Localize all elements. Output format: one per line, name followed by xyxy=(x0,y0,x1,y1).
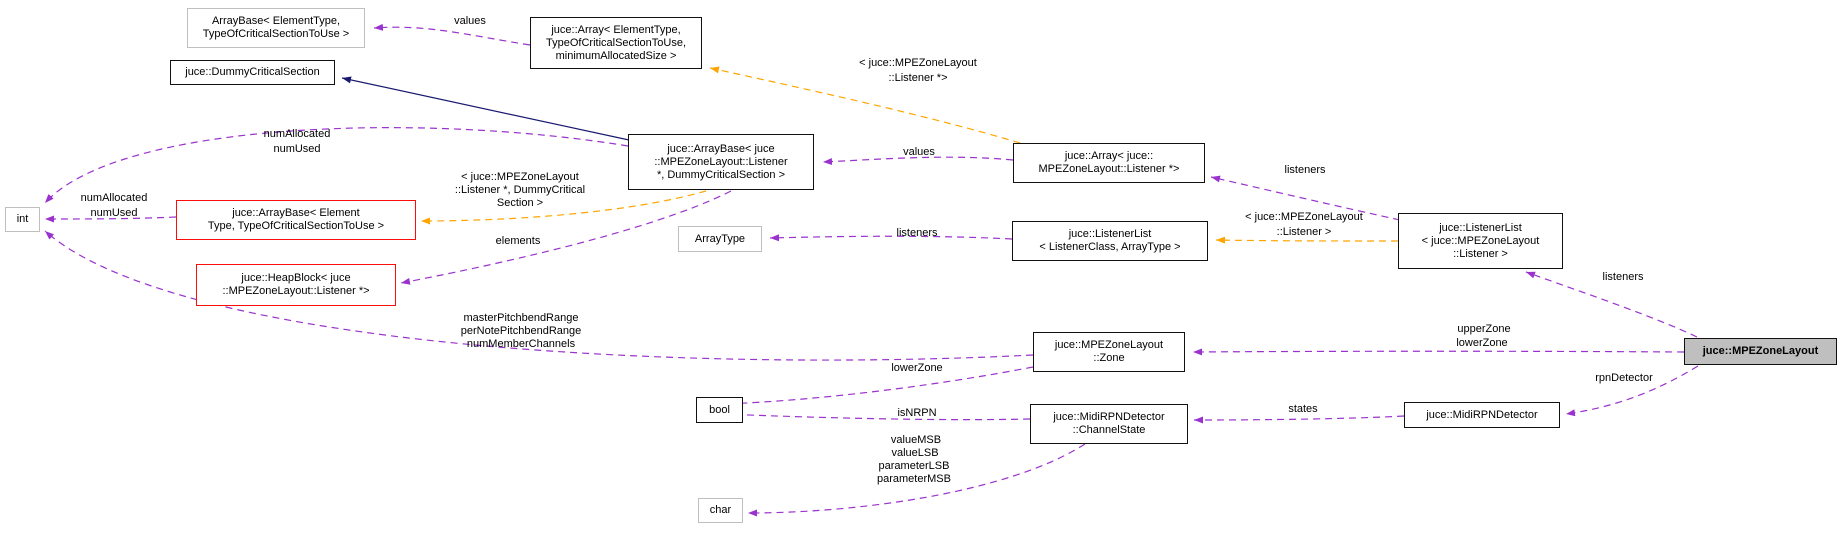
node-line: juce::ArrayBase< Element xyxy=(232,207,360,219)
node-line: ::ChannelState xyxy=(1072,424,1146,436)
edge-states xyxy=(1193,415,1405,424)
node-juce-dummycriticalsection[interactable]: juce::DummyCriticalSection xyxy=(170,60,335,85)
node-line: juce::HeapBlock< juce xyxy=(241,272,351,284)
node-line: TypeOfCriticalSectionToUse > xyxy=(202,28,350,40)
node-line: ::MPEZoneLayout::Listener *> xyxy=(222,285,370,297)
edge-label-numallocated-top-line1: numAllocated xyxy=(263,128,331,140)
edge-label-template-listenerlist-line1: < juce::MPEZoneLayout xyxy=(1245,211,1363,223)
edge-label-rpndetector: rpnDetector xyxy=(1595,372,1653,384)
node-line: bool xyxy=(709,403,730,416)
edge-label-values-top: values xyxy=(454,15,486,27)
edge-label-valuemsb: valueMSB xyxy=(890,434,942,446)
node-line: int xyxy=(16,213,29,225)
node-juce-listenerlist-generic[interactable]: juce::ListenerList < ListenerClass, Arra… xyxy=(1012,221,1208,261)
node-arraybase-generic: ArrayBase< ElementType, TypeOfCriticalSe… xyxy=(187,8,365,48)
edge-label-numallocated-top-line2: numUsed xyxy=(273,143,321,155)
node-bool: bool xyxy=(696,397,743,423)
edge-rpndetector xyxy=(1565,365,1699,417)
node-line: juce::ListenerList xyxy=(1439,221,1522,234)
node-juce-midirpndetector[interactable]: juce::MidiRPNDetector xyxy=(1404,402,1560,428)
edge-listeners-array xyxy=(1210,175,1401,221)
edge-label-isnrpn: isNRPN xyxy=(897,407,937,419)
node-arraytype: ArrayType xyxy=(678,226,762,252)
edge-upperzone-lowerzone xyxy=(1192,348,1685,356)
node-line: ArrayBase< ElementType, xyxy=(211,15,341,27)
edge-label-template-arraybase-line2: ::Listener *, DummyCritical xyxy=(454,184,586,196)
edge-label-numallocated-left-line2: numUsed xyxy=(90,207,138,219)
edge-label-zone-members-line1: masterPitchbendRange xyxy=(463,312,579,324)
edge-label-states: states xyxy=(1288,403,1318,415)
edge-isnrpn xyxy=(723,410,1031,421)
edge-label-listeners-array: listeners xyxy=(1284,164,1326,176)
node-line: ArrayType xyxy=(694,232,746,245)
node-line: < ListenerClass, ArrayType > xyxy=(1039,241,1181,253)
edge-label-template-array-line2: ::Listener *> xyxy=(888,72,948,84)
edge-label-lowerzone-right: lowerZone xyxy=(1456,337,1508,349)
edge-elements xyxy=(400,190,732,285)
edge-label-lowerzone: lowerZone xyxy=(891,362,943,374)
node-line: TypeOfCriticalSectionToUse, xyxy=(546,36,686,49)
node-line: ::Listener > xyxy=(1453,247,1508,260)
edge-label-template-listenerlist-line2: ::Listener > xyxy=(1276,226,1332,238)
edge-zone-lowerzone-bool xyxy=(723,366,1034,408)
edge-label-listeners-arraytype: listeners xyxy=(896,227,938,239)
edge-label-template-arraybase-line3: Section > xyxy=(496,197,544,209)
edge-template-arraybase xyxy=(420,190,707,225)
node-line: juce::MidiRPNDetector xyxy=(1053,411,1165,423)
edge-zone-int-members xyxy=(44,230,1034,361)
node-line: juce::MidiRPNDetector xyxy=(1426,408,1538,421)
edge-label-parameterlsb: parameterLSB xyxy=(878,460,950,472)
node-line: ::MPEZoneLayout::Listener xyxy=(654,155,788,168)
node-line: Type, TypeOfCriticalSectionToUse > xyxy=(207,220,385,232)
edge-template-listenerlist xyxy=(1215,236,1399,244)
node-juce-array-generic[interactable]: juce::Array< ElementType, TypeOfCritical… xyxy=(530,17,702,69)
edge-listeners-listenerlist xyxy=(1525,271,1698,338)
edge-label-upperzone: upperZone xyxy=(1457,323,1511,335)
node-line: juce::Array< juce:: xyxy=(1064,150,1154,162)
node-line: juce::DummyCriticalSection xyxy=(185,66,320,78)
edge-numallocated-left xyxy=(44,215,177,223)
edge-label-values-mid: values xyxy=(903,146,935,158)
node-line: juce::Array< ElementType, xyxy=(551,23,681,36)
edge-label-elements: elements xyxy=(495,235,541,247)
edge-label-zone-members-line2: perNotePitchbendRange xyxy=(460,325,582,337)
node-juce-listenerlist-mpe[interactable]: juce::ListenerList < juce::MPEZoneLayout… xyxy=(1398,213,1563,269)
edge-inheritance-dummycriticalsection xyxy=(341,76,630,141)
edge-label-zone-members-line3: numMemberChannels xyxy=(466,338,576,350)
node-juce-arraybase-element[interactable]: juce::ArrayBase< Element Type, TypeOfCri… xyxy=(176,200,416,240)
node-line: char xyxy=(709,504,732,516)
node-char: char xyxy=(698,498,743,523)
edge-template-array xyxy=(709,66,1021,144)
node-line: juce::MPEZoneLayout xyxy=(1054,339,1164,351)
edge-values-top xyxy=(373,23,531,46)
node-line: MPEZoneLayout::Listener *> xyxy=(1038,163,1180,175)
node-juce-mpezonelayout-focus[interactable]: juce::MPEZoneLayout xyxy=(1684,338,1837,365)
node-line: < juce::MPEZoneLayout xyxy=(1421,234,1540,247)
node-juce-midirpndetector-channelstate[interactable]: juce::MidiRPNDetector ::ChannelState xyxy=(1030,404,1188,444)
node-juce-arraybase-listener[interactable]: juce::ArrayBase< juce ::MPEZoneLayout::L… xyxy=(628,134,814,190)
node-line: *, DummyCriticalSection > xyxy=(656,168,786,181)
edge-label-parametermsb: parameterMSB xyxy=(877,473,951,485)
edge-label-listeners-mpe: listeners xyxy=(1602,271,1644,283)
edge-label-valuelsb: valueLSB xyxy=(891,447,939,459)
node-juce-array-listener[interactable]: juce::Array< juce:: MPEZoneLayout::Liste… xyxy=(1013,143,1205,183)
node-line: ::Zone xyxy=(1093,352,1125,364)
node-line: juce::ListenerList xyxy=(1068,228,1152,240)
edge-listeners-arraytype xyxy=(769,234,1013,242)
edge-numallocated-top xyxy=(44,127,629,204)
node-juce-heapblock-listener[interactable]: juce::HeapBlock< juce ::MPEZoneLayout::L… xyxy=(196,264,396,306)
edge-label-numallocated-left-line1: numAllocated xyxy=(80,192,148,204)
node-line: minimumAllocatedSize > xyxy=(555,49,677,62)
node-juce-mpezonelayout-zone[interactable]: juce::MPEZoneLayout ::Zone xyxy=(1033,332,1185,372)
node-int: int xyxy=(5,207,40,232)
edge-label-template-array-line1: < juce::MPEZoneLayout xyxy=(859,57,977,69)
node-line: juce::MPEZoneLayout xyxy=(1702,345,1819,357)
edge-label-template-arraybase-line1: < juce::MPEZoneLayout xyxy=(461,171,579,183)
node-line: juce::ArrayBase< juce xyxy=(667,142,775,155)
edge-channelstate-chars xyxy=(747,443,1086,517)
